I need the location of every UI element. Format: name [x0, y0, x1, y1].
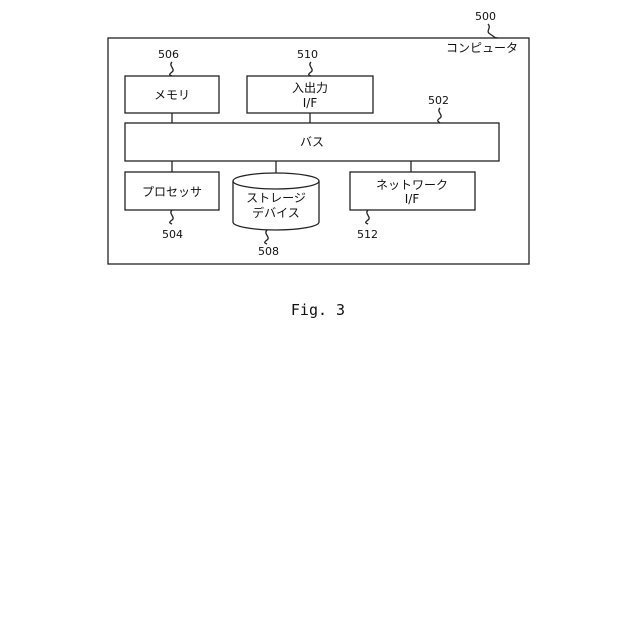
bus-label: バス: [300, 135, 324, 149]
network-label-line2: I/F: [405, 192, 420, 206]
io-ref-number: 510: [297, 48, 318, 61]
computer-leader-line: [488, 24, 498, 38]
storage-ref-number: 508: [258, 245, 279, 258]
network-label-line1: ネットワーク: [376, 178, 448, 192]
processor-ref-number: 504: [162, 228, 183, 241]
memory-label: メモリ: [154, 88, 190, 102]
figure-caption: Fig. 3: [291, 301, 345, 319]
io-label-line1: 入出力: [292, 81, 328, 95]
storage-cylinder-top: [233, 173, 319, 189]
network-ref-number: 512: [357, 228, 378, 241]
computer-label: コンピュータ: [446, 41, 518, 55]
computer-ref-number: 500: [475, 10, 496, 23]
storage-label-line2: デバイス: [252, 205, 300, 220]
io-label-line2: I/F: [303, 96, 318, 110]
memory-ref-number: 506: [158, 48, 179, 61]
storage-label-line1: ストレージ: [246, 191, 306, 205]
processor-label: プロセッサ: [142, 185, 202, 199]
bus-ref-number: 502: [428, 94, 449, 107]
